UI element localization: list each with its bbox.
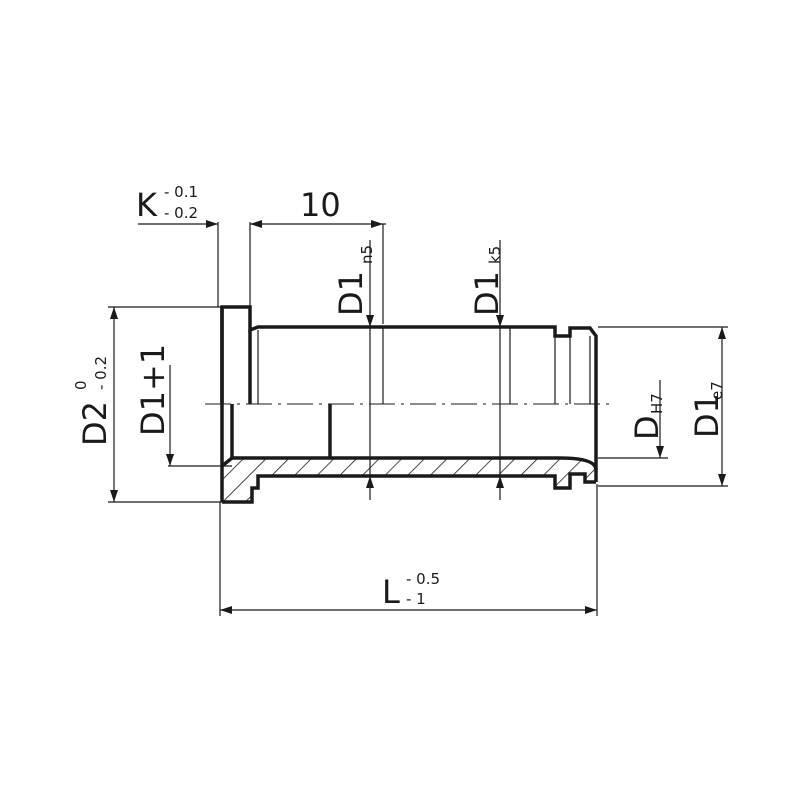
dim-d1n5-sub: n5 bbox=[358, 245, 376, 264]
dim-d1n5 bbox=[366, 240, 384, 500]
dim-k-lower: - 0.2 bbox=[164, 204, 198, 222]
dim-dh7 bbox=[598, 380, 668, 459]
dim-l-label: L bbox=[382, 573, 400, 611]
dim-d1k5-sub: k5 bbox=[486, 246, 504, 264]
dim-k-label: K bbox=[136, 186, 158, 224]
dim-dh7-sub: H7 bbox=[648, 393, 666, 414]
dim-l-lower: - 1 bbox=[406, 590, 426, 608]
dim-dh7-label: D bbox=[628, 415, 666, 440]
dim-10-label: 10 bbox=[300, 186, 341, 224]
dim-d2-label: D2 bbox=[76, 401, 114, 446]
dim-10 bbox=[250, 220, 386, 324]
dim-l bbox=[219, 484, 598, 616]
dim-d2-lower: - 0.2 bbox=[92, 356, 110, 390]
dim-d2 bbox=[108, 306, 222, 503]
dim-d1e7-sub: e7 bbox=[708, 381, 726, 400]
dim-k-upper: - 0.1 bbox=[164, 183, 198, 201]
dim-l-upper: - 0.5 bbox=[406, 570, 440, 588]
dim-d1e7 bbox=[598, 326, 728, 487]
dim-d1e7-label: D1 bbox=[688, 393, 726, 438]
dim-d1n5-label: D1 bbox=[332, 271, 370, 316]
dim-d1plus1 bbox=[166, 365, 232, 467]
dim-d2-upper: 0 bbox=[72, 380, 90, 390]
dim-k bbox=[138, 220, 251, 307]
dim-d1k5 bbox=[496, 240, 511, 500]
dim-d1plus1-label: D1+1 bbox=[134, 344, 172, 436]
dim-d1k5-label: D1 bbox=[468, 271, 506, 316]
